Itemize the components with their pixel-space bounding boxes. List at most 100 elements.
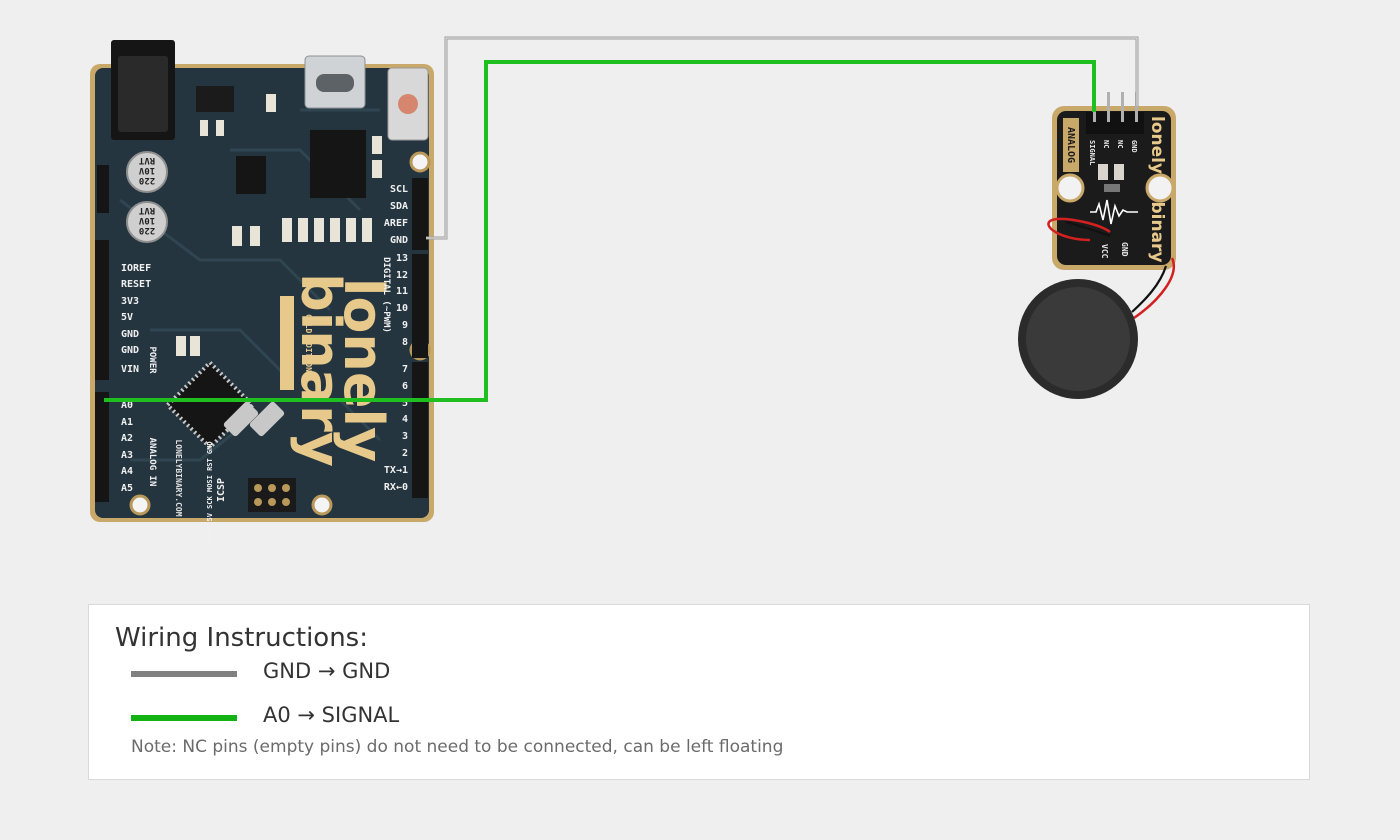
pin-label-d12: 12 <box>396 270 408 281</box>
sensor-pin <box>1107 92 1110 122</box>
pin-label-d10: 10 <box>396 303 408 314</box>
crystal <box>249 401 285 437</box>
pin-label-gnd-top: GND <box>390 235 408 246</box>
right-header-top <box>412 178 428 250</box>
pin-label-d13: 13 <box>396 253 408 264</box>
wire-gnd-highlight <box>426 37 1138 239</box>
pin-label-ioref: IOREF <box>121 263 151 274</box>
pin-label-d11: 11 <box>396 286 408 297</box>
right-header-digital-low <box>412 362 428 498</box>
legend-line-signal <box>131 715 237 721</box>
wiring-instructions-panel: Wiring Instructions: GND → GND A0 → SIGN… <box>88 604 1310 780</box>
digital-group-label: DIGITAL (~PWM) <box>381 257 391 333</box>
svg-text:220: 220 <box>139 225 155 235</box>
pin-label-a4: A4 <box>121 466 133 477</box>
pin-label-3v3: 3V3 <box>121 296 139 307</box>
sensor-brand-line2: binary <box>1147 201 1167 262</box>
sensor-component <box>1098 164 1108 180</box>
analog-badge <box>1063 118 1079 172</box>
small-ic <box>236 156 266 194</box>
vibration-sensor-module: ANALOG SIGNAL NC NC GND lonely binary VC… <box>1018 92 1176 399</box>
edition-badge <box>280 296 294 390</box>
sensor-mounting-hole <box>1055 173 1085 203</box>
board-brand-line2: binary <box>289 273 352 467</box>
left-side-header-top <box>97 165 109 213</box>
instructions-note: Note: NC pins (empty pins) do not need t… <box>131 737 784 757</box>
analog-group-label: ANALOG IN <box>147 438 157 487</box>
pin-label-a3: A3 <box>121 450 133 461</box>
mounting-hole <box>409 151 431 173</box>
capacitor: 220 10V RVT <box>126 201 168 243</box>
pin-label-d9: 9 <box>402 320 408 331</box>
pin-label-scl: SCL <box>390 184 408 195</box>
crystal <box>223 401 259 437</box>
wire-signal <box>104 60 1096 402</box>
pin-label-d6: 6 <box>402 381 408 392</box>
sensor-pin-label-signal: SIGNAL <box>1088 140 1096 165</box>
pin-label-a2: A2 <box>121 433 133 444</box>
legend-line-gnd <box>131 671 237 677</box>
wiring-diagram: 220 10V RVT 220 10V RVT <box>90 36 1176 543</box>
svg-text:10V: 10V <box>138 165 155 175</box>
sensor-pin-label-nc1: NC <box>1102 140 1110 148</box>
svg-text:10V: 10V <box>138 215 155 225</box>
vibration-waveform-icon <box>1090 199 1138 225</box>
svg-text:RVT: RVT <box>138 155 155 165</box>
pin-label-a0: A0 <box>121 400 133 411</box>
svg-text:220: 220 <box>139 175 155 185</box>
mounting-hole <box>311 494 333 516</box>
pin-label-aref: AREF <box>384 218 408 229</box>
pin-label-a5: A5 <box>121 483 133 494</box>
pin-label-d7: 7 <box>402 364 408 375</box>
icsp-pin-labels: MISO 5V SCK MOSI RST GND <box>206 441 214 542</box>
pin-label-d3: 3 <box>402 431 408 442</box>
piezo-lead-black-2 <box>1131 265 1168 313</box>
pin-label-tx: TX→1 <box>384 465 408 476</box>
pin-label-reset: RESET <box>121 279 151 290</box>
voltage-regulator <box>196 86 234 112</box>
piezo-lead-red <box>1047 217 1111 242</box>
sensor-pin-label-nc2: NC <box>1116 140 1124 148</box>
pin-label-sda: SDA <box>390 201 408 212</box>
sensor-pin-label-gnd: GND <box>1130 140 1138 153</box>
pin-label-d2: 2 <box>402 448 408 459</box>
pin-label-gnd-2: GND <box>121 345 139 356</box>
smd-components <box>176 94 382 356</box>
icsp-label: ICSP <box>216 478 227 502</box>
pin-label-vin: VIN <box>121 364 139 375</box>
sensor-brand-line1: lonely <box>1147 116 1167 174</box>
instructions-title: Wiring Instructions: <box>115 623 368 653</box>
sensor-mounting-hole <box>1145 173 1175 203</box>
arduino-board: 220 10V RVT 220 10V RVT <box>90 40 434 543</box>
pin-label-d5: 5 <box>402 398 408 409</box>
pin-label-d4: 4 <box>402 414 408 425</box>
pin-label-rx: RX←0 <box>384 482 408 493</box>
edition-label: GOLD EDITION <box>304 314 313 372</box>
pin-label-d8: 8 <box>402 337 408 348</box>
left-header-power <box>95 240 109 380</box>
svg-text:RVT: RVT <box>138 205 155 215</box>
sensor-component <box>1104 184 1120 192</box>
board-website: LONELYBINARY.COM <box>174 439 183 516</box>
piezo-disc-face <box>1026 287 1130 391</box>
legend-text-gnd: GND → GND <box>263 659 391 683</box>
usb-c-port <box>316 74 354 92</box>
sensor-pin <box>1135 92 1138 122</box>
left-header-analog <box>95 392 109 502</box>
wire-gnd <box>426 36 1139 240</box>
legend-text-signal: A0 → SIGNAL <box>263 703 400 727</box>
sensor-pin <box>1121 92 1124 122</box>
sensor-power-label-gnd: GND <box>1120 242 1129 257</box>
piezo-lead-red-2 <box>1133 257 1175 320</box>
pin-label-a1: A1 <box>121 417 133 428</box>
icsp-header <box>248 478 296 512</box>
capacitor: 220 10V RVT <box>126 151 168 193</box>
reset-button-cap <box>398 94 418 114</box>
sensor-power-label-vcc: VCC <box>1100 244 1109 259</box>
dc-power-jack-inner <box>118 56 168 132</box>
right-header-digital-high <box>412 254 428 358</box>
pin-label-gnd-1: GND <box>121 329 139 340</box>
pin-label-5v: 5V <box>121 312 133 323</box>
piezo-lead-black <box>1065 220 1111 238</box>
power-group-label: POWER <box>147 346 157 374</box>
